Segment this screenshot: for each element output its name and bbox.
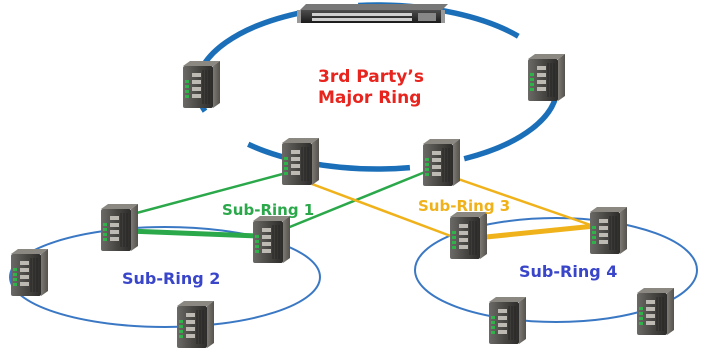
sub-ring-4-label: Sub-Ring 4	[519, 262, 618, 281]
major-ring-label-line2: Major Ring	[318, 88, 422, 108]
sub-ring-2-node-right-icon	[252, 215, 291, 264]
sub-ring-4-node-right-icon	[589, 206, 628, 255]
major-ring-node-right-icon	[527, 53, 566, 102]
sub-ring-3-label: Sub-Ring 3	[418, 197, 511, 215]
sub-ring-3-links	[295, 170, 606, 240]
sub-ring-4-node-bottom-right-icon	[636, 287, 675, 336]
major-ring-label: 3rd Party’s Major Ring	[318, 67, 424, 108]
major-ring-node-bottom-left-icon	[281, 137, 320, 186]
sub-ring-2-node-left-icon	[10, 248, 49, 297]
sub-ring-2-label: Sub-Ring 2	[122, 269, 221, 288]
major-ring-label-line1: 3rd Party’s	[318, 67, 424, 87]
core-switch-icon	[297, 4, 448, 23]
sub-ring-1-links	[117, 168, 431, 239]
sub-ring-4-loop	[414, 217, 698, 323]
sub-ring-2-loop	[9, 226, 321, 328]
sub-ring-2-node-top-icon	[100, 203, 139, 252]
major-ring-node-bottom-right-icon	[422, 138, 461, 187]
sub-ring-1-label: Sub-Ring 1	[222, 201, 315, 219]
major-ring-node-left-icon	[182, 60, 221, 109]
sub-ring-2-node-bottom-icon	[176, 300, 215, 349]
sub-ring-4-node-left-icon	[449, 211, 488, 260]
sub-ring-4-node-bottom-icon	[488, 296, 527, 345]
